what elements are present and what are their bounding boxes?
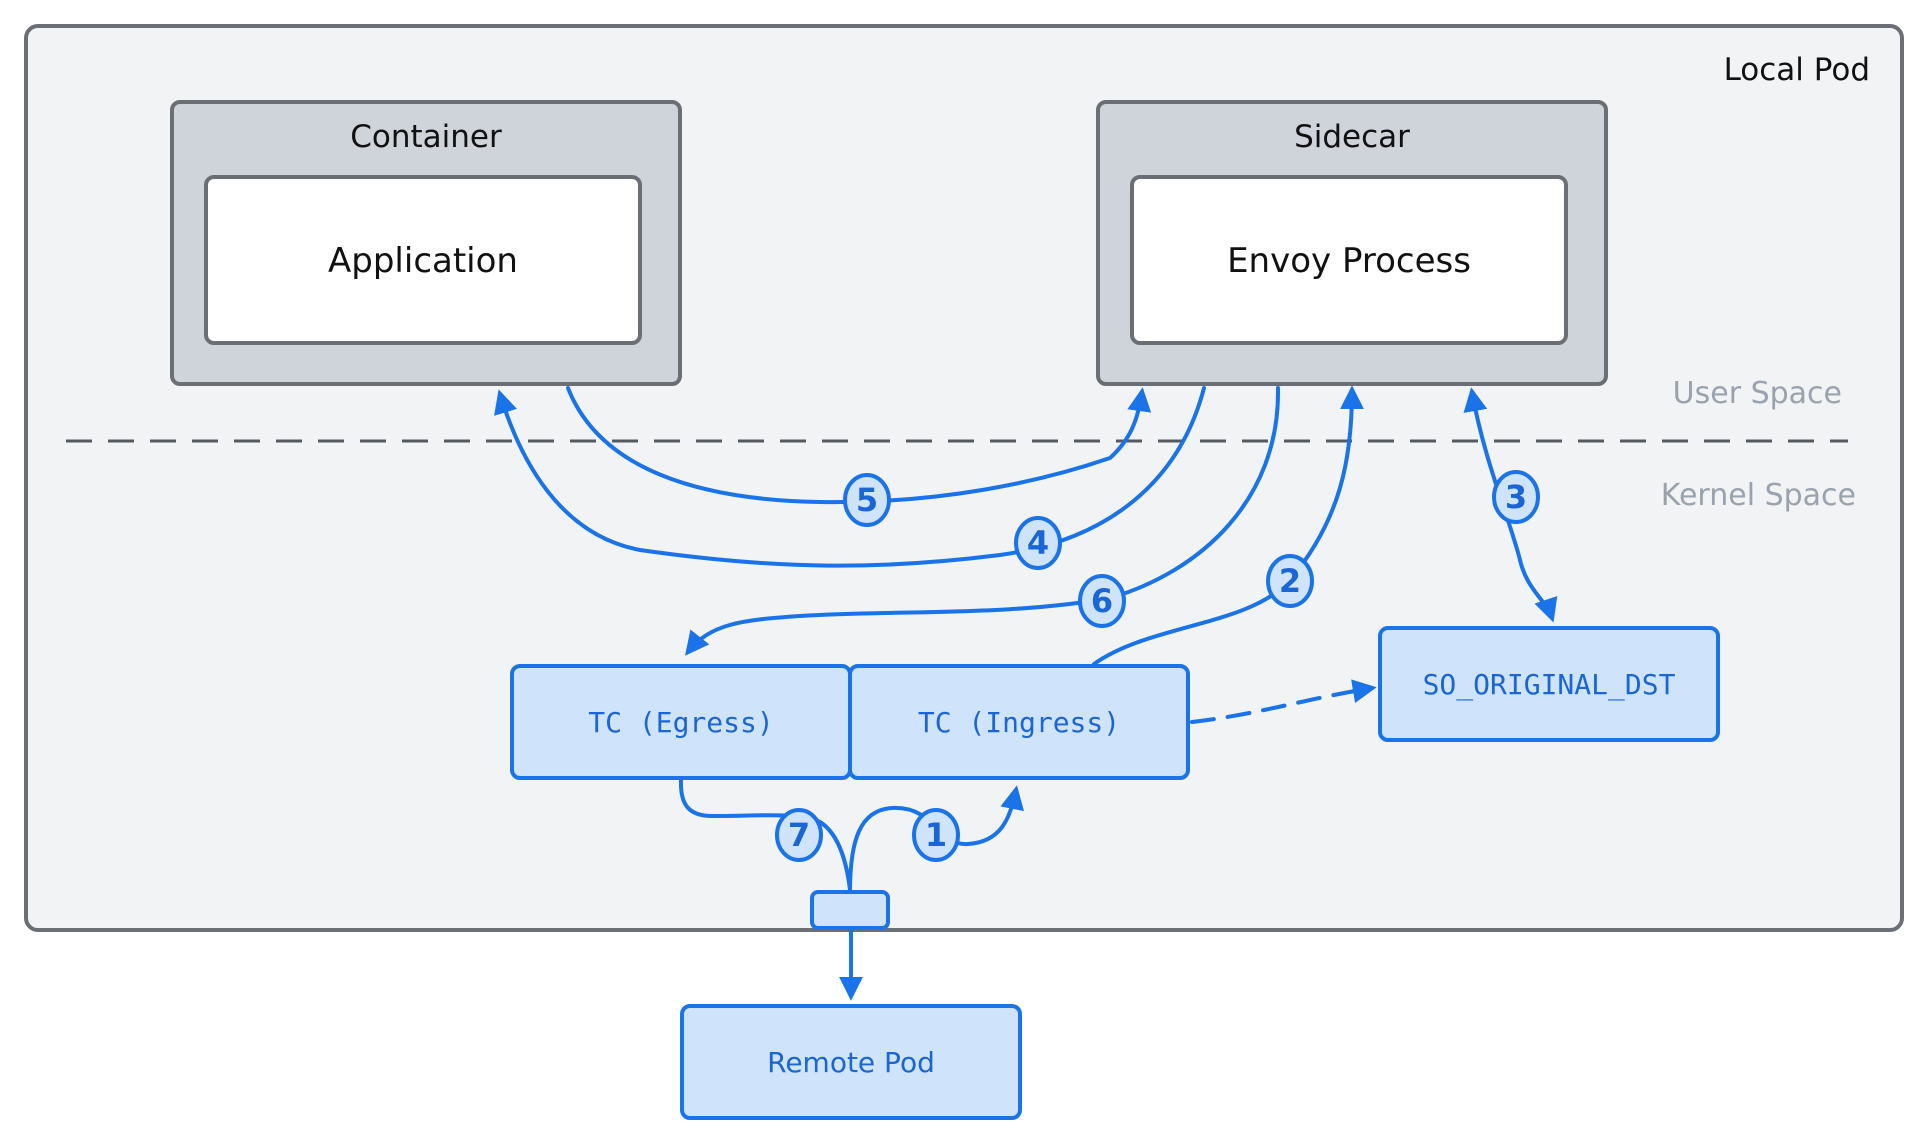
svg-text:1: 1 [925,816,947,854]
flow-step-3 [1463,387,1558,623]
envoy-process-label: Envoy Process [1227,241,1471,281]
so-original-dst-box [1378,626,1720,742]
local-pod-label: Local Pod [1724,52,1870,88]
container-title: Container [350,119,502,155]
sidecar-title: Sidecar [1294,119,1410,155]
kernel-space-label: Kernel Space [1661,478,1856,513]
svg-text:2: 2 [1279,562,1301,600]
tc-ingress-box [848,664,1190,780]
envoy-process-box [1130,175,1568,345]
svg-text:7: 7 [788,816,810,854]
flow-step-7 [678,778,852,892]
flow-ingress-to-so-original-dst [1190,679,1377,724]
flow-step-4 [494,386,1206,568]
step-badge-5: 5 [843,473,891,527]
application-label: Application [328,241,518,281]
step-badge-2: 2 [1266,554,1314,608]
svg-text:3: 3 [1505,478,1527,516]
application-box [204,175,642,345]
svg-text:6: 6 [1091,582,1113,620]
tc-ingress-label: TC (Ingress) [918,706,1120,739]
step-badge-4: 4 [1014,516,1062,570]
step-badge-3: 3 [1492,470,1540,524]
network-interface [810,890,890,930]
svg-text:4: 4 [1027,524,1049,562]
remote-pod-box [680,1004,1022,1120]
step-badge-6: 6 [1078,574,1126,628]
tc-egress-label: TC (Egress) [588,706,773,739]
flow-step-6 [685,386,1281,656]
user-space-label: User Space [1673,376,1842,411]
step-badge-7: 7 [775,808,823,862]
svg-text:5: 5 [856,481,878,519]
remote-pod-label: Remote Pod [767,1046,935,1079]
so-original-dst-label: SO_ORIGINAL_DST [1423,668,1676,702]
flow-step-5 [566,386,1152,505]
step-badge-1: 1 [912,808,960,862]
